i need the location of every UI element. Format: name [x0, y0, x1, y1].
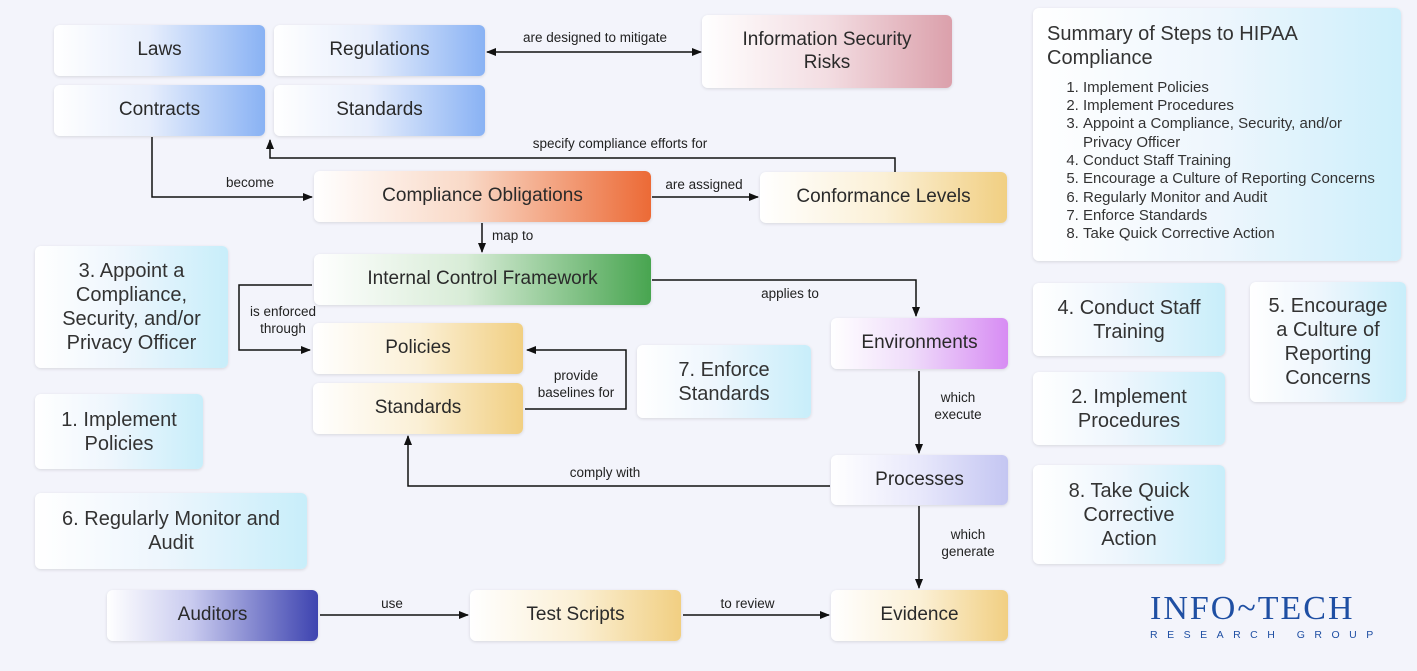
logo-name: INFO~TECH — [1150, 590, 1355, 627]
node-regulations: Regulations — [274, 25, 485, 76]
node-info-security-risks: Information Security Risks — [702, 15, 952, 88]
node-evidence: Evidence — [831, 590, 1008, 641]
label-map-to: map to — [492, 228, 534, 243]
label-to-review: to review — [720, 596, 775, 611]
label-designed-to-mitigate: are designed to mitigate — [522, 30, 668, 45]
edge-processes-standards — [404, 435, 830, 487]
summary-item: Conduct Staff Training — [1083, 152, 1387, 170]
edge-contracts-compliance — [151, 137, 313, 201]
summary-item: Implement Procedures — [1083, 97, 1387, 115]
step-staff-training: 4. Conduct Staff Training — [1033, 283, 1225, 356]
summary-panel: Summary of Steps to HIPAA Compliance Imp… — [1033, 8, 1401, 261]
summary-item: Implement Policies — [1083, 79, 1387, 97]
node-standards-top: Standards — [274, 85, 485, 136]
label-provide-baselines: provide baselines for — [537, 368, 615, 400]
edge-standards-policies — [525, 346, 627, 410]
summary-item: Take Quick Corrective Action — [1083, 225, 1387, 243]
step-culture-reporting: 5. Encourage a Culture of Reporting Conc… — [1250, 282, 1406, 402]
summary-item: Enforce Standards — [1083, 207, 1387, 225]
step-appoint-officer: 3. Appoint a Compliance, Security, and/o… — [35, 246, 228, 368]
label-which-generate: which generate — [941, 527, 995, 559]
node-processes: Processes — [831, 455, 1008, 505]
node-test-scripts: Test Scripts — [470, 590, 681, 641]
node-auditors: Auditors — [107, 590, 318, 641]
summary-item: Encourage a Culture of Reporting Concern… — [1083, 170, 1387, 188]
step-corrective-action: 8. Take Quick Corrective Action — [1033, 465, 1225, 564]
label-use: use — [381, 596, 403, 611]
edge-conformance-contracts — [266, 139, 896, 172]
label-enforced-through: is enforced through — [249, 304, 317, 336]
step-enforce-standards: 7. Enforce Standards — [637, 345, 811, 418]
info-tech-logo: INFO~TECH RESEARCH GROUP — [1150, 590, 1390, 642]
node-internal-control-framework: Internal Control Framework — [314, 254, 651, 305]
node-policies: Policies — [313, 323, 523, 374]
step-implement-policies: 1. Implement Policies — [35, 394, 203, 469]
summary-title: Summary of Steps to HIPAA Compliance — [1047, 23, 1297, 70]
label-are-assigned: are assigned — [665, 177, 743, 192]
node-standards-mid: Standards — [313, 383, 523, 434]
edge-icf-environments — [652, 279, 920, 317]
logo-tagline: RESEARCH GROUP — [1150, 629, 1383, 641]
node-compliance-obligations: Compliance Obligations — [314, 171, 651, 222]
node-environments: Environments — [831, 318, 1008, 369]
label-specify-compliance: specify compliance efforts for — [532, 136, 708, 151]
node-conformance-levels: Conformance Levels — [760, 172, 1007, 223]
label-applies-to: applies to — [761, 286, 819, 301]
node-laws: Laws — [54, 25, 265, 76]
step-monitor-audit: 6. Regularly Monitor and Audit — [35, 493, 307, 569]
summary-item: Regularly Monitor and Audit — [1083, 189, 1387, 207]
label-comply-with: comply with — [569, 465, 641, 480]
label-become: become — [225, 175, 275, 190]
node-contracts: Contracts — [54, 85, 265, 136]
label-which-execute: which execute — [934, 390, 982, 422]
step-implement-procedures: 2. Implement Procedures — [1033, 372, 1225, 445]
summary-item: Appoint a Compliance, Security, and/or P… — [1083, 115, 1387, 152]
summary-list: Implement Policies Implement Procedures … — [1047, 79, 1387, 244]
edge-icf-policies — [238, 284, 312, 354]
